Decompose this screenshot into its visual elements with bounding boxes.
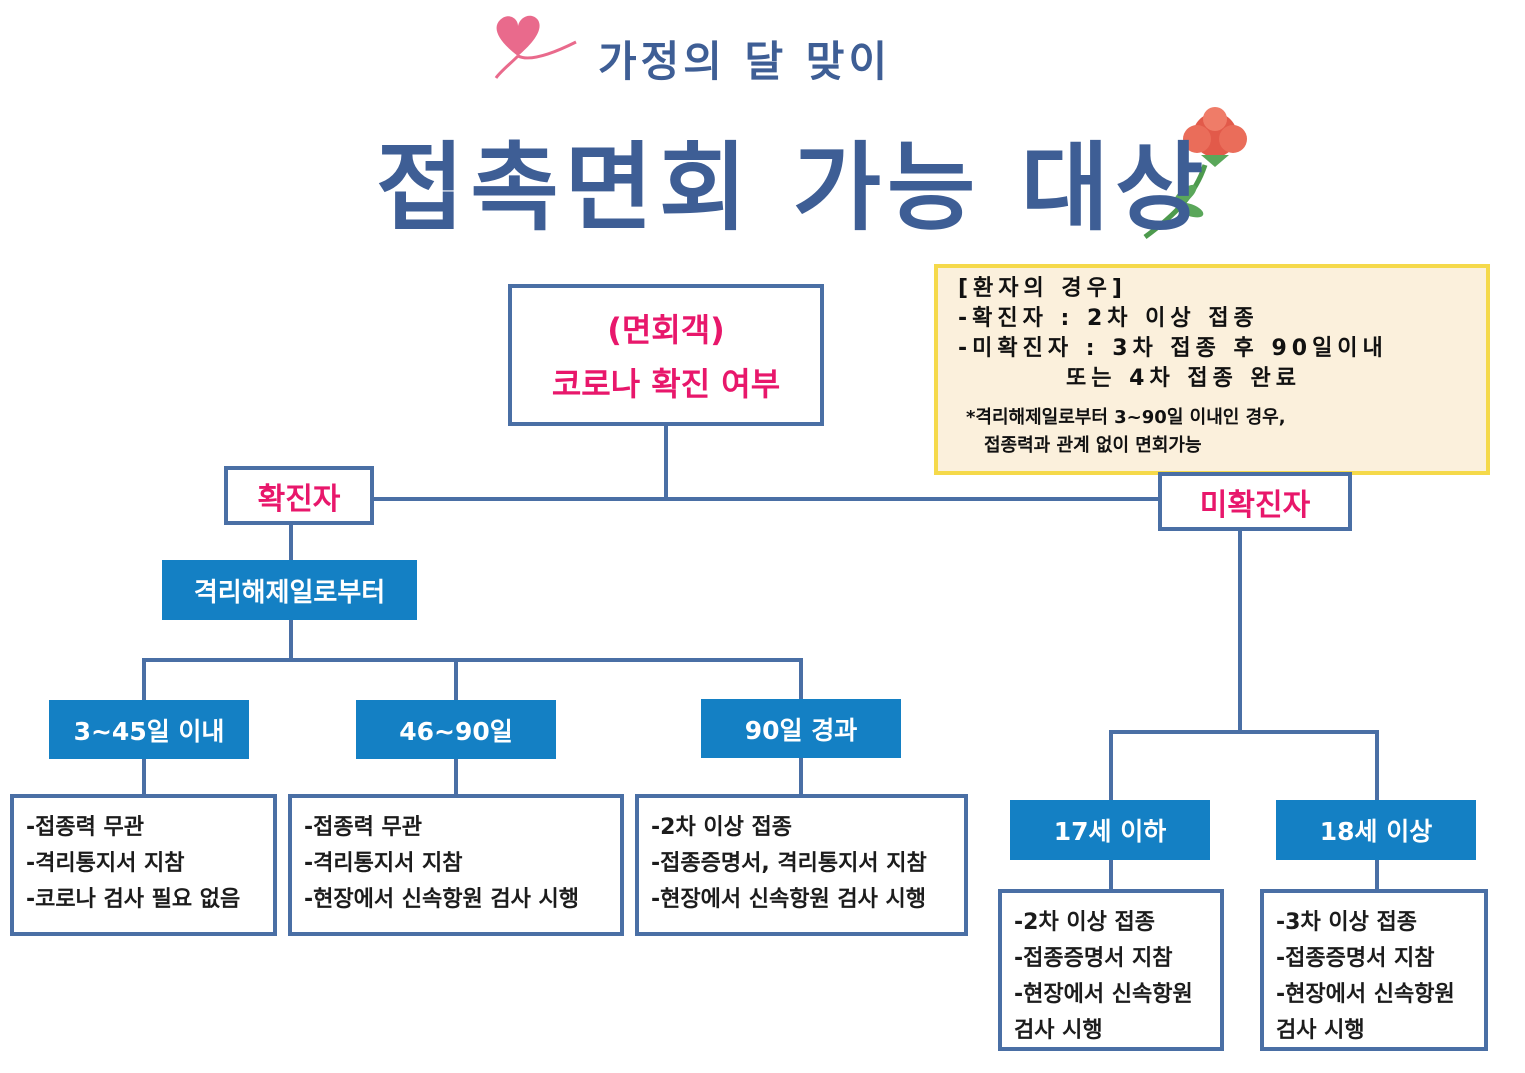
- note-line: 또는 4차 접종 완료: [1066, 366, 1301, 391]
- branch-label: 90일 경과: [744, 715, 858, 745]
- page-title: 접촉면회 가능 대상: [376, 132, 1210, 244]
- detail-box: -3차 이상 접종 -접종증명서 지참 -현장에서 신속항원 검사 시행: [1260, 889, 1488, 1051]
- note-heading: [환자의 경우]: [958, 276, 1127, 301]
- detail-line: -접종증명서, 격리통지서 지참: [651, 851, 927, 876]
- connector: [664, 424, 668, 500]
- release-date-label: 격리해제일로부터: [193, 577, 386, 608]
- detail-line: -접종력 무관: [26, 815, 144, 840]
- detail-box: -2차 이상 접종 -접종증명서 지참 -현장에서 신속항원 검사 시행: [998, 889, 1224, 1051]
- detail-line: -코로나 검사 필요 없음: [26, 887, 241, 912]
- connector: [142, 758, 146, 796]
- patient-note-box: [환자의 경우] -확진자 : 2차 이상 접종 -미확진자 : 3차 접종 후…: [934, 264, 1490, 475]
- connector: [142, 658, 146, 700]
- connector: [289, 618, 293, 660]
- branch-node: 3~45일 이내: [49, 700, 249, 759]
- connector: [1375, 858, 1379, 890]
- branch-label: 46~90일: [399, 716, 513, 746]
- connector: [454, 658, 458, 700]
- detail-line: -현장에서 신속항원: [1014, 982, 1193, 1007]
- unconfirmed-node: 미확진자: [1158, 472, 1352, 531]
- heart-icon: [494, 15, 577, 79]
- detail-line: 검사 시행: [1014, 1018, 1103, 1043]
- detail-line: -격리통지서 지참: [304, 851, 463, 876]
- detail-line: -접종증명서 지참: [1276, 946, 1435, 971]
- detail-line: -현장에서 신속항원 검사 시행: [304, 887, 579, 912]
- note-footnote: *격리해제일로부터 3~90일 이내인 경우,: [966, 407, 1286, 428]
- detail-line: 검사 시행: [1276, 1018, 1365, 1043]
- branch-label: 3~45일 이내: [73, 716, 225, 746]
- detail-box: -접종력 무관 -격리통지서 지참 -현장에서 신속항원 검사 시행: [288, 794, 624, 936]
- connector: [1109, 858, 1113, 890]
- detail-line: -접종증명서 지참: [1014, 946, 1173, 971]
- detail-line: -격리통지서 지참: [26, 851, 185, 876]
- unconfirmed-label: 미확진자: [1199, 487, 1311, 523]
- root-line: (면회객): [607, 311, 725, 349]
- connector: [1109, 730, 1113, 800]
- detail-line: -2차 이상 접종: [1014, 910, 1155, 935]
- connector: [142, 658, 803, 662]
- detail-box: -접종력 무관 -격리통지서 지참 -코로나 검사 필요 없음: [10, 794, 277, 936]
- branch-node: 46~90일: [356, 700, 556, 759]
- note-line: -확진자 : 2차 이상 접종: [958, 306, 1259, 331]
- branch-label: 18세 이상: [1319, 817, 1433, 846]
- root-node: (면회객) 코로나 확진 여부: [508, 284, 824, 426]
- branch-node: 90일 경과: [701, 699, 901, 758]
- branch-node: 18세 이상: [1276, 800, 1476, 860]
- carnation-icon: [1143, 107, 1247, 240]
- detail-line: -현장에서 신속항원 검사 시행: [651, 887, 926, 912]
- confirmed-node: 확진자: [224, 466, 374, 525]
- branch-label: 17세 이하: [1053, 817, 1167, 846]
- connector: [454, 758, 458, 796]
- connector: [370, 497, 1162, 501]
- confirmed-label: 확진자: [257, 481, 341, 517]
- note-line: -미확진자 : 3차 접종 후 90일이내: [958, 336, 1388, 361]
- connector: [289, 523, 293, 561]
- release-date-node: 격리해제일로부터: [162, 560, 417, 620]
- detail-line: -3차 이상 접종: [1276, 910, 1417, 935]
- detail-line: -접종력 무관: [304, 815, 422, 840]
- subtitle: 가정의 달 맞이: [598, 37, 892, 86]
- connector: [1375, 730, 1379, 800]
- detail-line: -현장에서 신속항원: [1276, 982, 1455, 1007]
- detail-box: -2차 이상 접종 -접종증명서, 격리통지서 지참 -현장에서 신속항원 검사…: [635, 794, 968, 936]
- root-line: 코로나 확진 여부: [551, 365, 781, 403]
- connector: [1238, 528, 1242, 732]
- connector: [1109, 730, 1379, 734]
- branch-node: 17세 이하: [1010, 800, 1210, 860]
- connector: [799, 658, 803, 700]
- detail-line: -2차 이상 접종: [651, 815, 792, 840]
- connector: [799, 756, 803, 796]
- note-footnote: 접종력과 관계 없이 면회가능: [984, 435, 1202, 456]
